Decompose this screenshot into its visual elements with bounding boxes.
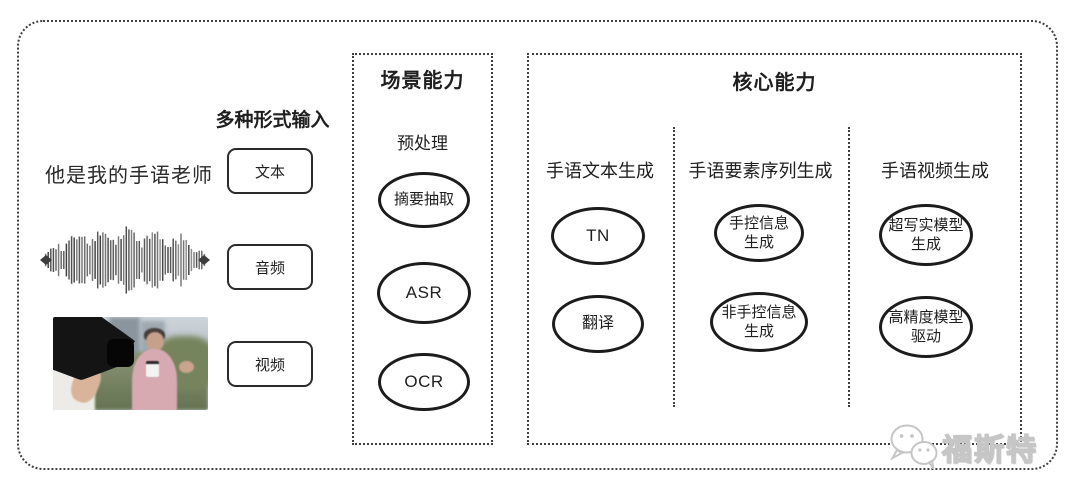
photo-camera-lens xyxy=(107,339,134,368)
column-label-sign-video-generation: 手语视频生成 xyxy=(881,161,989,181)
photo-reporter-jacket xyxy=(132,348,177,410)
scene-box-title: 场景能力 xyxy=(380,70,465,92)
core-box-title: 核心能力 xyxy=(732,72,817,94)
watermark-text: 福斯特 xyxy=(941,433,1038,467)
node-translation: 翻译 xyxy=(552,295,644,353)
node-hyperrealistic-model-generation: 超写实模型 生成 xyxy=(879,204,973,266)
outer-dotted-border xyxy=(17,20,1058,470)
audio-waveform-icon xyxy=(40,226,210,294)
node-high-precision-model-driving: 高精度模型 驱动 xyxy=(879,296,973,358)
column-label-sign-element-sequence-generation: 手语要素序列生成 xyxy=(688,161,833,181)
scene-capability-box xyxy=(352,53,493,445)
node-tn: TN xyxy=(551,207,645,265)
video-thumbnail-image xyxy=(53,317,208,410)
input-box-video: 视频 xyxy=(227,341,313,387)
node-manual-info-generation: 手控信息 生成 xyxy=(714,204,804,262)
wechat-bubbles-icon xyxy=(889,424,938,470)
watermark: 福斯特 xyxy=(886,419,1066,475)
core-capability-box xyxy=(527,53,1022,445)
node-ocr: OCR xyxy=(378,353,470,411)
core-column-separator xyxy=(848,127,850,407)
node-non-manual-info-generation: 非手控信息 生成 xyxy=(710,292,808,352)
core-column-separator xyxy=(673,127,675,407)
photo-reporter-hand xyxy=(178,360,195,373)
input-section-header: 多种形式输入 xyxy=(215,110,330,131)
input-box-text: 文本 xyxy=(227,148,313,194)
column-label-sign-text-generation: 手语文本生成 xyxy=(546,161,654,181)
sample-sentence-text: 他是我的手语老师 xyxy=(45,165,213,187)
photo-reporter-head xyxy=(146,331,164,352)
node-summary-extraction: 摘要抽取 xyxy=(378,172,470,228)
node-asr: ASR xyxy=(377,262,471,324)
scene-box-subtitle: 预处理 xyxy=(397,134,448,153)
input-box-audio: 音频 xyxy=(227,244,313,290)
photo-microphone xyxy=(146,360,160,377)
